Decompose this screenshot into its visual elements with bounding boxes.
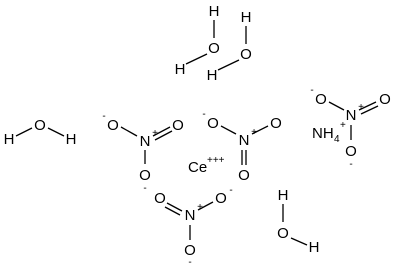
- atom-o: O: [139, 167, 151, 184]
- charge-plus-three: +++: [207, 155, 225, 166]
- cerium-ion: Ce +++: [188, 155, 225, 176]
- atom-o: O: [208, 40, 220, 57]
- atom-n: N: [346, 107, 357, 124]
- atom-n: N: [185, 207, 196, 224]
- charge-plus: +: [340, 120, 346, 131]
- water-molecule-2: H O H: [207, 9, 252, 84]
- charge-minus: -: [102, 111, 105, 122]
- nitrate-ion-1: - O N + O O -: [102, 111, 184, 194]
- subscript-4: 4: [334, 134, 340, 145]
- nitrate-ion-2: - O N + O O: [202, 109, 282, 184]
- atom-o: O: [184, 242, 196, 259]
- atom-o: O: [34, 117, 46, 134]
- atom-h: H: [4, 131, 15, 148]
- atom-o: O: [154, 190, 166, 207]
- atom-h: H: [278, 187, 289, 204]
- atom-o: O: [270, 115, 282, 132]
- atom-nh: NH: [312, 125, 334, 142]
- water-molecule-3: H O H: [4, 117, 77, 148]
- atom-o: O: [240, 46, 252, 63]
- charge-plus: +: [197, 202, 203, 213]
- atom-o: O: [107, 117, 119, 134]
- nitrate-ion-3: - O N + O O -: [310, 85, 391, 170]
- water-molecule-1: H O H: [175, 3, 220, 78]
- charge-minus: -: [143, 183, 146, 194]
- atom-o: O: [379, 91, 391, 108]
- atom-o: O: [277, 225, 289, 242]
- atom-h: H: [175, 61, 186, 78]
- atom-o: O: [345, 143, 357, 160]
- atom-o: O: [238, 167, 250, 184]
- atom-h: H: [309, 239, 320, 256]
- atom-ce: Ce: [188, 159, 207, 176]
- atom-h: H: [209, 3, 220, 20]
- atom-h: H: [241, 9, 252, 26]
- charge-minus: -: [202, 109, 205, 120]
- ammonium-ion: NH 4 +: [312, 120, 346, 145]
- charge-minus: -: [229, 185, 232, 196]
- atom-h: H: [207, 67, 218, 84]
- atom-h: H: [66, 131, 77, 148]
- water-molecule-4: H O H: [277, 187, 319, 256]
- atom-n: N: [239, 132, 250, 149]
- atom-n: N: [140, 133, 151, 150]
- charge-minus: -: [310, 85, 313, 96]
- charge-plus: +: [358, 102, 364, 113]
- atom-o: O: [207, 115, 219, 132]
- charge-minus: -: [349, 159, 352, 170]
- charge-minus: -: [188, 257, 191, 266]
- nitrate-ion-4: O N + O - O -: [154, 185, 233, 266]
- atom-o: O: [215, 190, 227, 207]
- atom-o: O: [172, 117, 184, 134]
- charge-plus: +: [152, 128, 158, 139]
- atom-o: O: [315, 91, 327, 108]
